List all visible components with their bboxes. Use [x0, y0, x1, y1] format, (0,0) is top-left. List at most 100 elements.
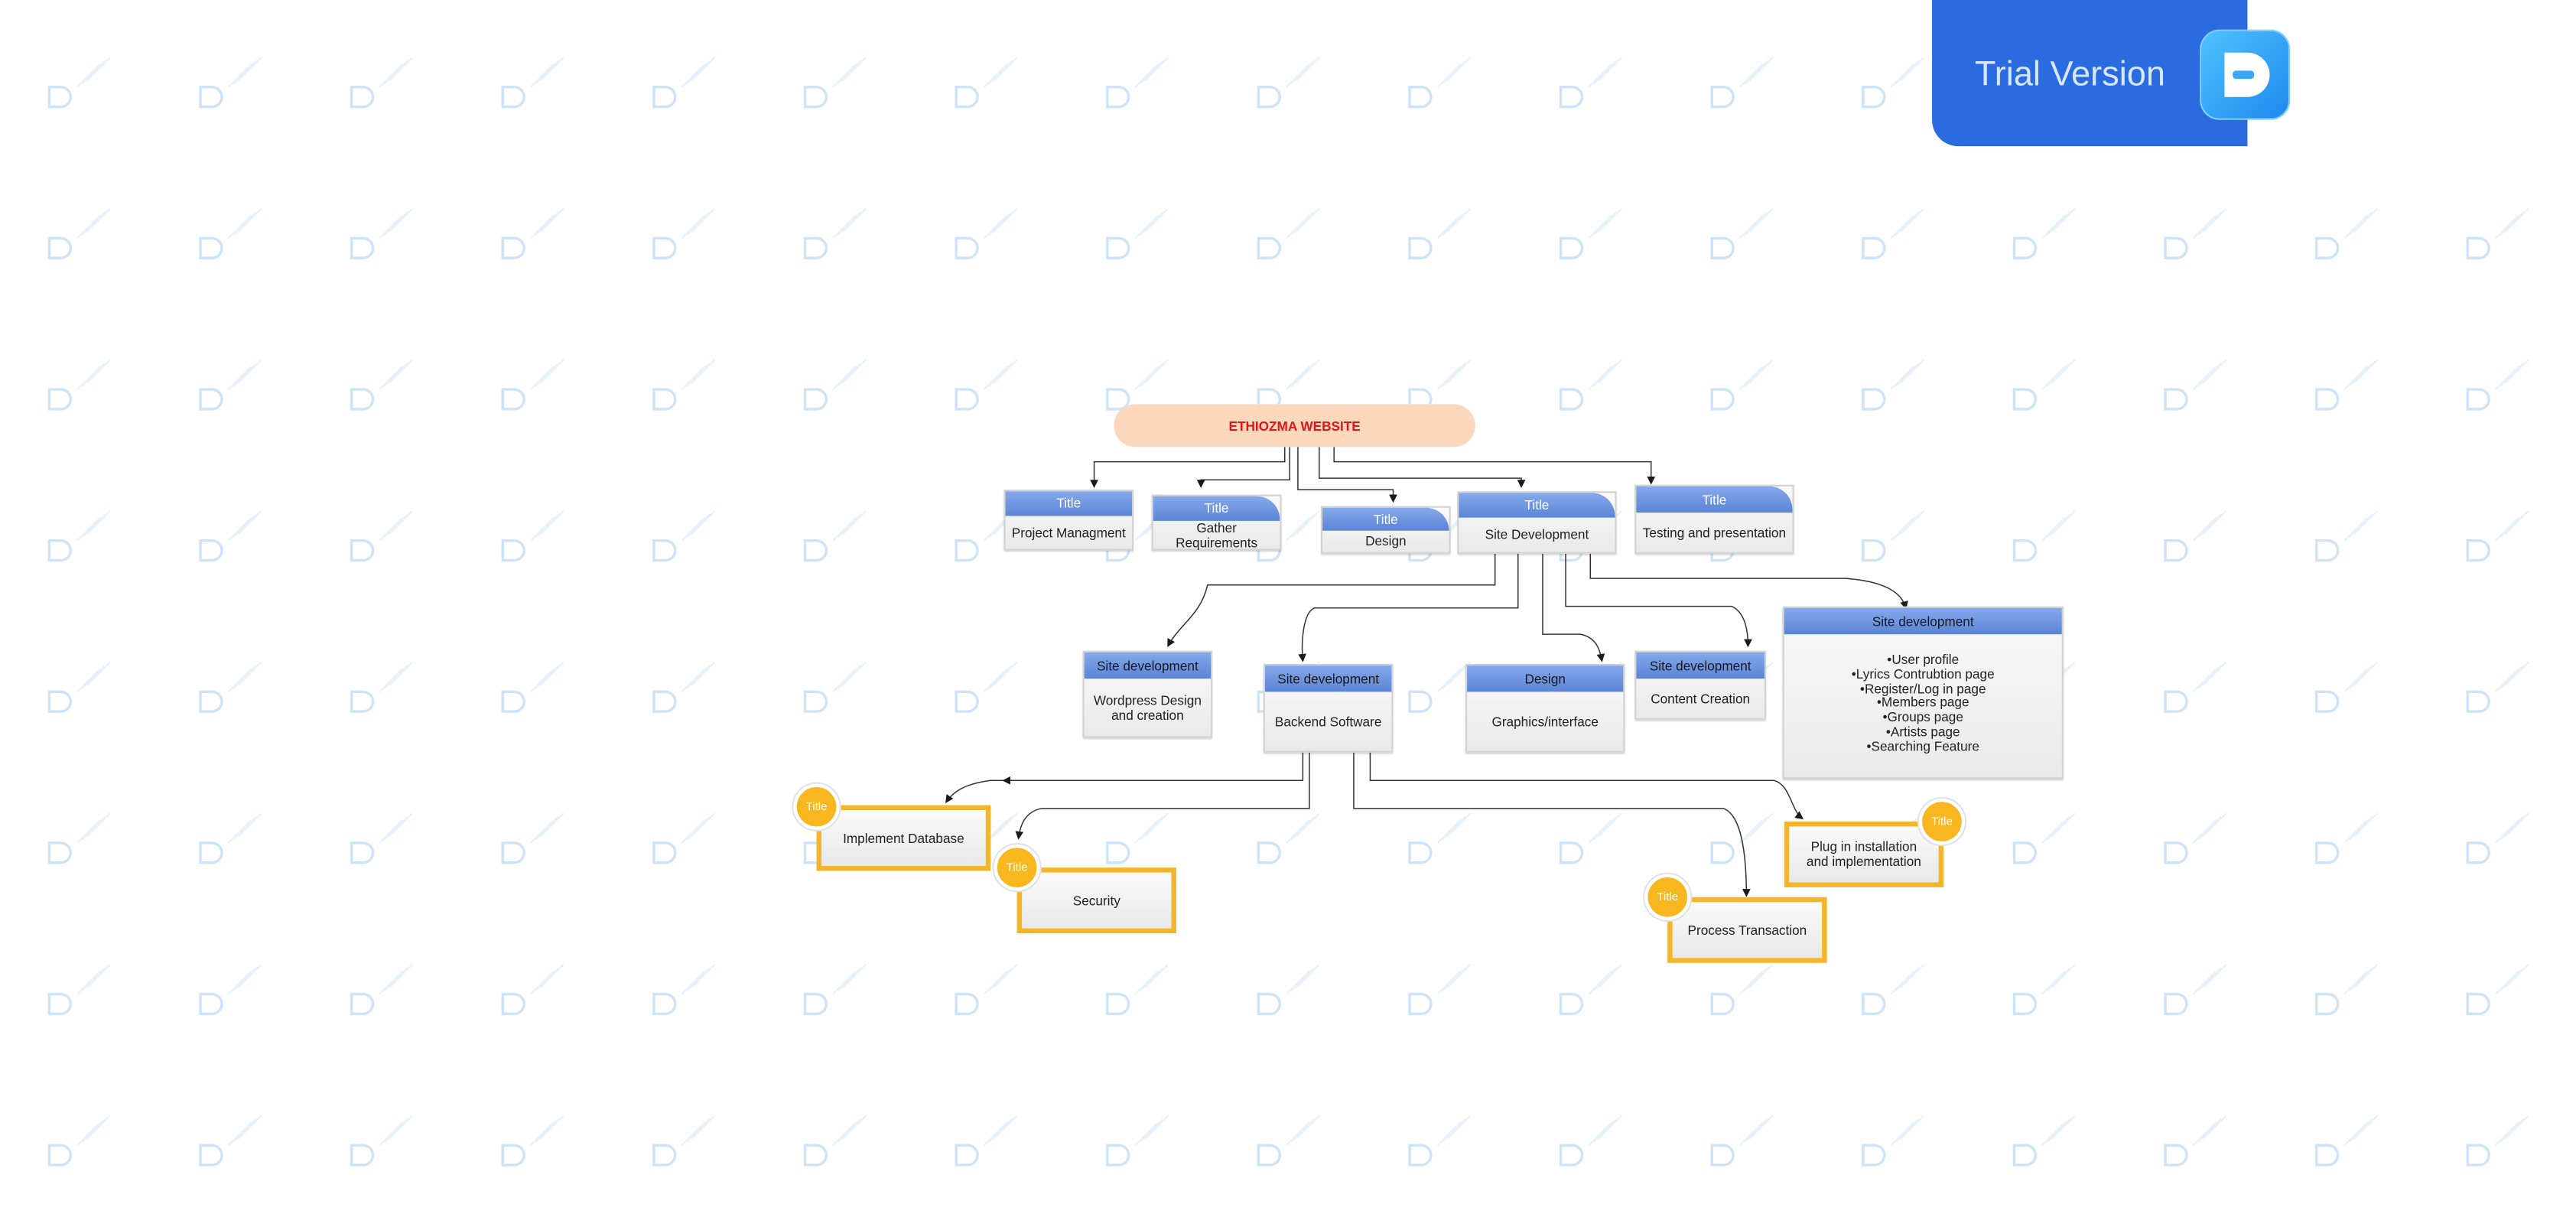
node-wordpress-design[interactable]: Site development Wordpress Design and cr…: [1082, 650, 1213, 738]
watermark-icon: [1106, 208, 1169, 259]
task-implement-database[interactable]: Implement Database: [816, 805, 991, 871]
watermark-icon: [199, 57, 262, 109]
link-content: [1565, 553, 1752, 648]
watermark-icon: [955, 208, 1018, 259]
watermark-icon: [1862, 510, 1925, 562]
watermark-icon: [199, 359, 262, 411]
trial-version-label: Trial Version: [1974, 56, 2165, 94]
node-header: Title: [1153, 496, 1280, 521]
feature-item: Members page: [1784, 696, 2062, 712]
task-process-transaction[interactable]: Process Transaction: [1667, 897, 1827, 963]
node-backend-software[interactable]: Site development Backend Software: [1263, 663, 1394, 753]
watermark-icon: [199, 964, 262, 1016]
watermark-icon: [955, 661, 1018, 713]
task-badge: Title: [1918, 798, 1966, 845]
watermark-icon: [199, 1115, 262, 1167]
node-header: Site development: [1264, 665, 1392, 692]
brand-name: Wondershare EdrawMax: [2305, 34, 2515, 110]
watermark-icon: [2466, 1115, 2529, 1167]
node-site-features[interactable]: Site development User profile Lyrics Con…: [1782, 606, 2064, 779]
watermark-icon: [803, 359, 867, 411]
watermark-icon: [1862, 964, 1925, 1016]
node-design[interactable]: Title Design: [1320, 506, 1451, 554]
link-backend: [1298, 553, 1519, 662]
watermark-icon: [47, 661, 111, 713]
node-label: Gather Requirements: [1176, 519, 1258, 550]
root-node[interactable]: ETHIOZMA WEBSITE: [1114, 404, 1475, 448]
watermark-icon: [1257, 812, 1320, 864]
watermark-icon: [501, 812, 564, 864]
watermark-icon: [2314, 661, 2378, 713]
node-gather-requirements[interactable]: Title Gather Requirements: [1151, 494, 1282, 551]
watermark-icon: [2314, 964, 2378, 1016]
watermark-icon: [652, 510, 716, 562]
watermark-icon: [652, 57, 716, 109]
watermark-icon: [955, 964, 1018, 1016]
watermark-icon: [2314, 359, 2378, 411]
task-label: Plug in installation and implementation: [1806, 839, 1921, 870]
watermark-icon: [501, 359, 564, 411]
node-label: Site Development: [1485, 527, 1589, 542]
node-graphics-interface[interactable]: Design Graphics/interface: [1465, 663, 1625, 753]
node-project-management[interactable]: Title Project Managment: [1003, 490, 1134, 551]
edrawmax-logo-icon: [2200, 29, 2291, 120]
watermark-icon: [199, 661, 262, 713]
watermark-icon: [2466, 359, 2529, 411]
watermark-icon: [1710, 57, 1774, 109]
watermark-icon: [1106, 57, 1169, 109]
task-plugin-installation[interactable]: Plug in installation and implementation: [1784, 822, 1944, 887]
link-project-management: [1090, 447, 1286, 488]
watermark-icon: [2164, 510, 2227, 562]
link-testing: [1333, 447, 1656, 485]
watermark-icon: [350, 661, 413, 713]
watermark-icon: [2164, 208, 2227, 259]
link-plugin: [1369, 752, 1804, 819]
node-site-development[interactable]: Title Site Development: [1457, 491, 1617, 554]
node-label: Backend Software: [1274, 714, 1382, 729]
watermark-icon: [199, 812, 262, 864]
watermark-icon: [2164, 359, 2227, 411]
node-content-creation[interactable]: Site development Content Creation: [1634, 650, 1767, 720]
watermark-icon: [47, 359, 111, 411]
task-badge: Title: [793, 783, 840, 830]
watermark-icon: [1559, 57, 1622, 109]
task-security[interactable]: Security: [1016, 867, 1176, 934]
watermark-icon: [1106, 1115, 1169, 1167]
watermark-icon: [1257, 964, 1320, 1016]
watermark-icon: [803, 208, 867, 259]
watermark-icon: [1106, 359, 1169, 411]
watermark-icon: [1862, 1115, 1925, 1167]
trial-banner[interactable]: Trial Version Wondershare EdrawMax: [1932, 0, 2514, 147]
watermark-icon: [199, 510, 262, 562]
node-header: Title: [1322, 507, 1449, 531]
node-testing-presentation[interactable]: Title Testing and presentation: [1634, 484, 1794, 554]
watermark-icon: [47, 57, 111, 109]
watermark-icon: [1559, 1115, 1622, 1167]
watermark-icon: [2012, 510, 2076, 562]
watermark-icon: [2314, 208, 2378, 259]
watermark-icon: [652, 812, 716, 864]
watermark-icon: [1862, 208, 1925, 259]
feature-item: Groups page: [1784, 711, 2062, 726]
node-label: Design: [1365, 534, 1407, 549]
watermark-icon: [1710, 208, 1774, 259]
watermark-icon: [350, 964, 413, 1016]
feature-item: Register/Log in page: [1784, 682, 2062, 698]
watermark-icon: [1408, 1115, 1472, 1167]
watermark-icon: [1106, 964, 1169, 1016]
watermark-icon: [2466, 812, 2529, 864]
node-header: Site development: [1636, 652, 1764, 679]
watermark-icon: [1257, 1115, 1320, 1167]
watermark-icon: [350, 510, 413, 562]
watermark-icon: [2012, 812, 2076, 864]
watermark-icon: [2466, 208, 2529, 259]
task-label: Implement Database: [843, 830, 964, 846]
watermark-icon: [1862, 359, 1925, 411]
watermark-icon: [501, 510, 564, 562]
watermark-icon: [2012, 964, 2076, 1016]
feature-list: User profile Lyrics Contrubtion page Reg…: [1784, 653, 2062, 755]
watermark-icon: [955, 359, 1018, 411]
watermark-icon: [2466, 510, 2529, 562]
